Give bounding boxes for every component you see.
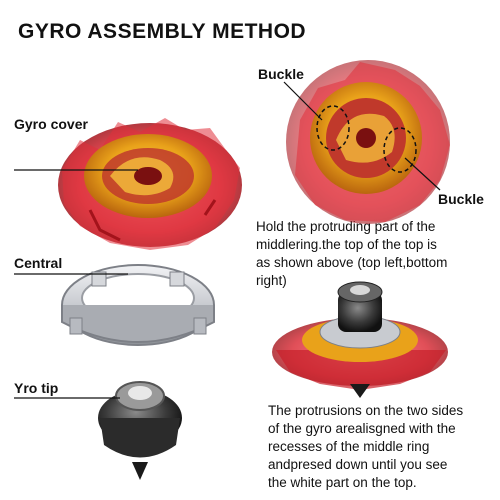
assembled-gyro-top-image: [286, 60, 450, 224]
central-ring-image: [61, 264, 215, 346]
buckle-bottom-label: Buckle: [438, 191, 484, 207]
page-title: GYRO ASSEMBLY METHOD: [18, 20, 307, 43]
buckle-bottom-pointer: [404, 157, 441, 191]
yro-tip-label: Yro tip: [14, 380, 59, 396]
central-label: Central: [14, 255, 63, 271]
buckle-top-label: Buckle: [258, 66, 304, 82]
buckle-top-pointer: [283, 81, 323, 121]
step1-description: Hold the protruding part of the middleri…: [256, 219, 448, 288]
assembled-gyro-side-image: [272, 281, 448, 398]
yro-tip-image: [98, 381, 182, 480]
gyro-cover-image: [58, 118, 242, 250]
step2-description: The protrusions on the two sides of the …: [268, 403, 464, 490]
gyro-cover-label: Gyro cover: [14, 116, 88, 132]
